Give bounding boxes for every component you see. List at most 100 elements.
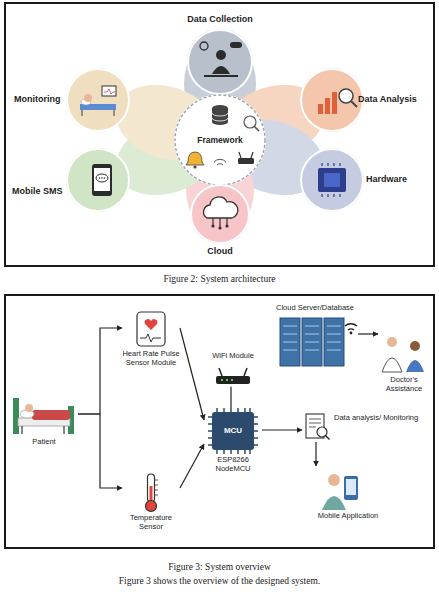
framework-icons xyxy=(186,105,259,169)
petal-fill xyxy=(66,148,130,212)
petal-fill xyxy=(300,68,364,132)
node-label: Data Collection xyxy=(187,14,253,25)
node-outline xyxy=(66,68,130,132)
analysis-node: Data analysis/ Monitoring xyxy=(302,414,430,442)
wifi-router-icon xyxy=(216,376,250,384)
node-label: Cloud xyxy=(207,246,233,257)
caption-note: Figure 3 shows the overview of the desig… xyxy=(0,576,439,587)
data-collection-icon xyxy=(200,42,242,76)
report-icon xyxy=(306,414,330,440)
mcu-chip-icon xyxy=(208,408,258,454)
hardware-icon xyxy=(322,163,340,197)
node-outline xyxy=(187,29,253,95)
label-holder: Framework xyxy=(174,94,266,186)
monitoring-icon xyxy=(102,86,116,96)
mobile-user-icon xyxy=(322,496,346,510)
server-rack-icon xyxy=(345,324,357,330)
temperature-sensor-icon xyxy=(146,501,157,512)
wifi-router-icon xyxy=(231,379,233,381)
report-icon xyxy=(309,419,321,427)
node-label: Data Analysis xyxy=(358,94,417,105)
cloud-icon xyxy=(204,197,238,218)
label-holder: Data Collection xyxy=(187,14,253,25)
pulse-sensor-icon xyxy=(137,312,165,346)
doctor-node: Doctor's Assistance xyxy=(378,330,430,394)
petal-node: Mobile SMS xyxy=(66,148,130,212)
node-outline xyxy=(301,69,363,131)
petal-fill xyxy=(300,148,364,212)
mobile-sms-icon xyxy=(99,177,101,179)
framework-icons xyxy=(239,152,253,158)
temperature-sensor-icon xyxy=(146,474,159,512)
node-outline xyxy=(190,184,250,244)
node-outline xyxy=(66,148,130,212)
framework-icons xyxy=(193,165,196,168)
chip-label: MCU xyxy=(212,426,254,435)
connector xyxy=(180,328,204,420)
node-label: Data analysis/ Monitoring xyxy=(334,414,430,423)
node-outline xyxy=(191,185,249,243)
patient-node: Patient xyxy=(10,392,78,447)
pulse-sensor-icon xyxy=(137,312,165,346)
petal-fill xyxy=(66,68,130,132)
server-rack-icon xyxy=(283,326,341,350)
node-label: Mobile Application xyxy=(300,512,396,521)
patient-bed-icon xyxy=(25,404,33,412)
node-outline xyxy=(188,30,252,94)
monitoring-icon xyxy=(80,86,116,116)
cloud-icon xyxy=(225,224,228,227)
label-holder: Mobile SMS xyxy=(12,186,63,197)
cloud-icon xyxy=(213,218,227,227)
framework-icons xyxy=(186,152,204,165)
mcu-chip-icon xyxy=(212,412,254,450)
node-label: Mobile SMS xyxy=(12,186,63,197)
cloud-icon xyxy=(218,226,221,229)
data-analysis-icon xyxy=(318,104,323,114)
data-analysis-icon xyxy=(325,98,330,114)
mcu-chip-icon xyxy=(208,408,258,454)
mobile-user-icon xyxy=(328,474,340,486)
hardware-icon xyxy=(318,163,346,197)
node-label: WiFi Module xyxy=(205,352,261,361)
mobile-node: Mobile Application xyxy=(300,466,396,521)
hub-circle: Framework xyxy=(174,94,266,186)
sensor-node: Temperature Sensor xyxy=(122,470,180,532)
server-rack-icon xyxy=(280,318,357,366)
node-label: Patient xyxy=(10,438,78,447)
mobile-sms-icon xyxy=(94,168,110,191)
node-outline xyxy=(67,69,129,131)
node-label: Doctor's Assistance xyxy=(378,376,430,394)
report-icon xyxy=(326,436,330,440)
petal-fill xyxy=(190,184,250,244)
framework-icons xyxy=(212,113,228,121)
node-outline xyxy=(301,149,363,211)
petal-node: Data Collection xyxy=(187,29,253,95)
petal-node: Data Analysis xyxy=(300,68,364,132)
data-collection-icon xyxy=(212,66,230,74)
figure-frame xyxy=(5,3,434,266)
connector xyxy=(180,444,204,488)
petal-fill xyxy=(187,29,253,95)
mobile-sms-icon xyxy=(92,164,112,196)
data-collection-icon xyxy=(230,42,242,48)
node-label: Temperature Sensor xyxy=(122,514,180,532)
figure-frame xyxy=(5,295,434,548)
patient-bed-icon xyxy=(13,398,19,434)
patient-bed-icon xyxy=(32,410,70,420)
figure-caption: Figure 2: System architecture xyxy=(0,274,439,285)
connector xyxy=(315,442,316,466)
mobile-sms-icon xyxy=(92,164,112,196)
wifi-router-icon xyxy=(219,368,247,376)
server-node: Cloud Server/Database xyxy=(272,304,358,369)
doctor-icon xyxy=(382,337,424,372)
label-holder: Cloud xyxy=(207,246,233,257)
node-outline xyxy=(300,148,364,212)
cloud-icon xyxy=(211,224,214,227)
cloud-icon xyxy=(204,197,238,230)
mobile-user-icon xyxy=(344,476,358,500)
wifi-node: WiFi Module xyxy=(205,352,261,387)
data-collection-icon xyxy=(200,42,208,50)
node-outline xyxy=(67,149,129,211)
patient-bed-icon xyxy=(13,398,74,434)
